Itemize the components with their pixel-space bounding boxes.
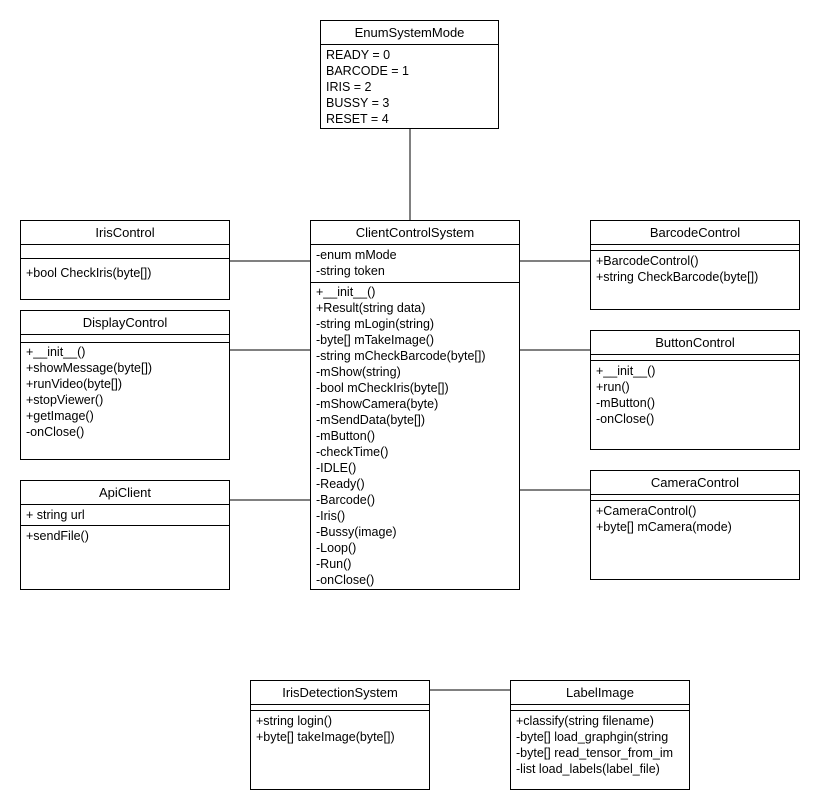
method: +string login() [256, 714, 333, 728]
method: +classify(string filename) [516, 714, 654, 728]
class-camera-control[interactable]: CameraControl +CameraControl() +byte[] m… [590, 470, 800, 580]
class-api-client[interactable]: ApiClient + string url +sendFile() [20, 480, 230, 590]
method: -Ready() [316, 477, 365, 491]
method: +runVideo(byte[]) [26, 377, 123, 391]
method: +__init__() [596, 364, 656, 378]
attribute: -string token [316, 264, 385, 278]
class-iris-detection-system[interactable]: IrisDetectionSystem +string login() +byt… [250, 680, 430, 790]
attributes [21, 335, 229, 343]
method: -checkTime() [316, 445, 389, 459]
class-label-image[interactable]: LabelImage +classify(string filename) -b… [510, 680, 690, 790]
attributes [591, 245, 799, 251]
attribute: IRIS = 2 [326, 80, 372, 94]
method: -mShowCamera(byte) [316, 397, 439, 411]
class-iris-control[interactable]: IrisControl +bool CheckIris(byte[]) [20, 220, 230, 300]
methods: +classify(string filename) -byte[] load_… [511, 711, 689, 779]
attribute: RESET = 4 [326, 112, 389, 126]
method: -Barcode() [316, 493, 376, 507]
class-barcode-control[interactable]: BarcodeControl +BarcodeControl() +string… [590, 220, 800, 310]
attributes: -enum mMode -string token [311, 245, 519, 283]
method: -string mCheckBarcode(byte[]) [316, 349, 486, 363]
method: -mButton() [596, 396, 656, 410]
attribute: BUSSY = 3 [326, 96, 390, 110]
class-name: IrisDetectionSystem [251, 681, 429, 705]
class-name: LabelImage [511, 681, 689, 705]
class-name: ButtonControl [591, 331, 799, 355]
method: +getImage() [26, 409, 94, 423]
method: -byte[] load_graphgin(string [516, 730, 669, 744]
class-display-control[interactable]: DisplayControl +__init__() +showMessage(… [20, 310, 230, 460]
method: +showMessage(byte[]) [26, 361, 153, 375]
class-button-control[interactable]: ButtonControl +__init__() +run() -mButto… [590, 330, 800, 450]
method: -Iris() [316, 509, 346, 523]
attributes: + string url [21, 505, 229, 526]
methods: +CameraControl() +byte[] mCamera(mode) [591, 501, 799, 537]
methods: +__init__() +Result(string data) -string… [311, 283, 519, 589]
attributes [21, 245, 229, 259]
method: -Run() [316, 557, 352, 571]
class-name: BarcodeControl [591, 221, 799, 245]
methods: +__init__() +showMessage(byte[]) +runVid… [21, 343, 229, 442]
attributes [591, 495, 799, 501]
method: +bool CheckIris(byte[]) [26, 266, 152, 280]
method: -bool mCheckIris(byte[]) [316, 381, 449, 395]
method: -IDLE() [316, 461, 357, 475]
method: +run() [596, 380, 630, 394]
method: -mShow(string) [316, 365, 401, 379]
method: +byte[] takeImage(byte[]) [256, 730, 395, 744]
method: -string mLogin(string) [316, 317, 435, 331]
methods: +string login() +byte[] takeImage(byte[]… [251, 711, 429, 747]
methods: +BarcodeControl() +string CheckBarcode(b… [591, 251, 799, 287]
method: +byte[] mCamera(mode) [596, 520, 732, 534]
method: +stopViewer() [26, 393, 104, 407]
attributes [511, 705, 689, 711]
method: +__init__() [26, 345, 86, 359]
method: -Loop() [316, 541, 357, 555]
attribute: BARCODE = 1 [326, 64, 410, 78]
method: +__init__() [316, 285, 376, 299]
method: +CameraControl() [596, 504, 697, 518]
class-name: IrisControl [21, 221, 229, 245]
method: -list load_labels(label_file) [516, 762, 660, 776]
method: -byte[] mTakeImage() [316, 333, 435, 347]
attribute: + string url [26, 508, 85, 522]
method: -mSendData(byte[]) [316, 413, 426, 427]
attributes [591, 355, 799, 361]
class-name: CameraControl [591, 471, 799, 495]
methods: +sendFile() [21, 526, 229, 546]
method: -onClose() [316, 573, 375, 587]
class-name: EnumSystemMode [321, 21, 498, 45]
method: +sendFile() [26, 529, 89, 543]
method: -byte[] read_tensor_from_im [516, 746, 674, 760]
methods: +bool CheckIris(byte[]) [21, 259, 229, 283]
method: -Bussy(image) [316, 525, 397, 539]
method: +BarcodeControl() [596, 254, 699, 268]
enum-values: READY = 0 BARCODE = 1 IRIS = 2 BUSSY = 3… [321, 45, 498, 128]
attributes [251, 705, 429, 711]
attribute: READY = 0 [326, 48, 391, 62]
method: -onClose() [26, 425, 85, 439]
class-name: ClientControlSystem [311, 221, 519, 245]
method: +string CheckBarcode(byte[]) [596, 270, 759, 284]
method: +Result(string data) [316, 301, 426, 315]
method: -onClose() [596, 412, 655, 426]
methods: +__init__() +run() -mButton() -onClose() [591, 361, 799, 429]
method: -mButton() [316, 429, 376, 443]
class-client-control-system[interactable]: ClientControlSystem -enum mMode -string … [310, 220, 520, 590]
class-enum-system-mode[interactable]: EnumSystemMode READY = 0 BARCODE = 1 IRI… [320, 20, 499, 129]
attribute: -enum mMode [316, 248, 397, 262]
class-name: DisplayControl [21, 311, 229, 335]
class-name: ApiClient [21, 481, 229, 505]
